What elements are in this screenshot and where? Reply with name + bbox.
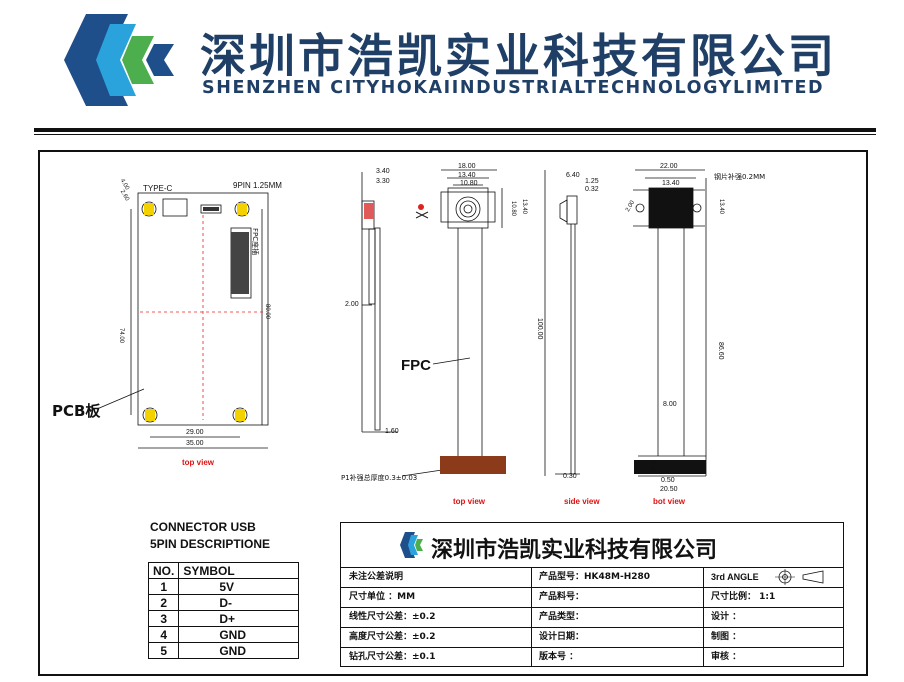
dim-2-00: 2.00 (345, 301, 359, 308)
fpc-label: FPC (401, 357, 431, 374)
camera-bottom-view-caption: bot view (653, 497, 686, 506)
pin-symbol: GND (178, 626, 300, 643)
steel-stiffener-note: 钢片补强0.2MM (714, 173, 766, 181)
reviewer-cell: 审核 ： (711, 652, 742, 662)
title-block-header: 深圳市浩凯实业科技有限公司 (341, 523, 843, 568)
dim-8-00: 8.00 (663, 401, 677, 408)
pin-number: 3 (147, 610, 180, 627)
pcb-width-29: 29.00 (186, 429, 204, 436)
drawing-frame (38, 150, 868, 676)
pcb-width-35: 35.00 (186, 440, 204, 447)
title-block-divider (531, 567, 532, 667)
dim-6-40: 6.40 (566, 172, 580, 179)
height-tolerance-cell: 高度尺寸公差：±0.2 (349, 632, 436, 642)
product-model-cell: 产品型号：HK48M-H280 (539, 572, 651, 582)
pcb-label: PCB板 (52, 402, 101, 420)
title-block-logo (399, 532, 427, 558)
pin-number: 5 (147, 642, 180, 659)
header-rule (34, 128, 876, 132)
dim-1-25: 1.25 (585, 178, 599, 185)
camera-top-view-caption: top view (453, 497, 486, 506)
drafter-cell: 制图 ： (711, 632, 742, 642)
title-block-row: 尺寸单位 ：MM 产品料号： 尺寸比例： 1:1 (341, 587, 843, 608)
dim-0-50: 0.50 (661, 477, 675, 484)
pin-symbol: GND (178, 642, 300, 659)
title-block-company: 深圳市浩凯实业科技有限公司 (431, 538, 718, 563)
pcb-height-74: 74.00 (118, 328, 124, 344)
design-date-cell: 设计日期： (539, 632, 585, 642)
third-angle-symbol-icon (775, 569, 824, 585)
dim-10-80-vertical: 10.80 (510, 201, 516, 217)
dim-86-60: 86.60 (717, 342, 724, 360)
dim-100-00: 100.00 (536, 318, 543, 340)
title-block: 深圳市浩凯实业科技有限公司 未注公差说明 产品型号：HK48M-H280 3rd… (340, 522, 844, 667)
pin-symbol: D- (178, 594, 300, 611)
company-name-cn: 深圳市浩凯实业科技有限公司 (200, 29, 837, 83)
title-block-row: 钻孔尺寸公差：±0.1 版本号 ： 审核 ： (341, 647, 843, 667)
pcb-height-80: 80.00 (264, 304, 270, 320)
company-logo (58, 14, 178, 106)
header-rule-thin (34, 134, 876, 135)
tolerance-note-cell: 未注公差说明 (349, 572, 404, 582)
dim-18-00: 18.00 (458, 163, 476, 170)
dim-13-40-vertical: 13.40 (521, 199, 527, 215)
dim-3-40: 3.40 (376, 168, 390, 175)
pin-number: 2 (147, 594, 180, 611)
drill-tolerance-cell: 钻孔尺寸公差：±0.1 (349, 652, 436, 662)
header-no: NO. (147, 562, 180, 579)
part-number-cell: 产品料号： (539, 592, 585, 602)
camera-side-view-caption: side view (564, 497, 600, 506)
dim-22-00: 22.00 (660, 163, 678, 170)
connector-title-line1: CONNECTOR USB (150, 520, 256, 534)
projection-angle-cell: 3rd ANGLE (711, 572, 759, 582)
connector-title-line2: 5PIN DESCRIPTIONE (150, 537, 271, 551)
dim-20-50: 20.50 (660, 486, 678, 493)
dim-0-32: 0.32 (585, 186, 599, 193)
version-cell: 版本号 ： (539, 652, 579, 662)
stiffener-note: P1补强总厚度0.3±0.03 (341, 474, 418, 482)
designer-cell: 设计 ： (711, 612, 742, 622)
dim-0-30: 0.30 (563, 473, 577, 480)
linear-tolerance-cell: 线性尺寸公差：±0.2 (349, 612, 436, 622)
pin-number: 4 (147, 626, 180, 643)
product-type-cell: 产品类型： (539, 612, 585, 622)
pin-symbol: D+ (178, 610, 300, 627)
title-block-row: 高度尺寸公差：±0.2 设计日期： 制图 ： (341, 627, 843, 648)
pin-connector-label: 9PIN 1.25MM (233, 181, 282, 190)
unit-cell: 尺寸单位 ：MM (349, 592, 416, 602)
header-symbol: SYMBOL (178, 562, 300, 579)
pcb-view-caption: top view (182, 458, 215, 467)
fpc-socket-label: FPC座插 (251, 228, 259, 256)
title-block-divider (703, 567, 704, 667)
dim-10-80-top: 10.80 (460, 180, 478, 187)
title-block-row: 线性尺寸公差：±0.2 产品类型： 设计 ： (341, 607, 843, 628)
scale-cell: 尺寸比例： 1:1 (711, 592, 776, 602)
pin-symbol: 5V (178, 578, 300, 595)
pin-number: 1 (147, 578, 180, 595)
pin-table-header: NO. SYMBOL (147, 562, 300, 579)
dim-3-30: 3.30 (376, 178, 390, 185)
title-block-row: 未注公差说明 产品型号：HK48M-H280 3rd ANGLE (341, 567, 843, 588)
company-name-en: SHENZHEN CITYHOKAIINDUSTRIALTECHNOLOGYLI… (202, 78, 825, 98)
dim-13-40-bottom: 13.40 (662, 180, 680, 187)
dim-13-40-top: 13.40 (458, 172, 476, 179)
dim-6-00: 6.00 (649, 461, 655, 473)
dim-13-40-bottom-vertical: 13.40 (718, 199, 724, 215)
type-c-label: TYPE-C (143, 184, 173, 193)
dim-1-60: 1.60 (385, 428, 399, 435)
